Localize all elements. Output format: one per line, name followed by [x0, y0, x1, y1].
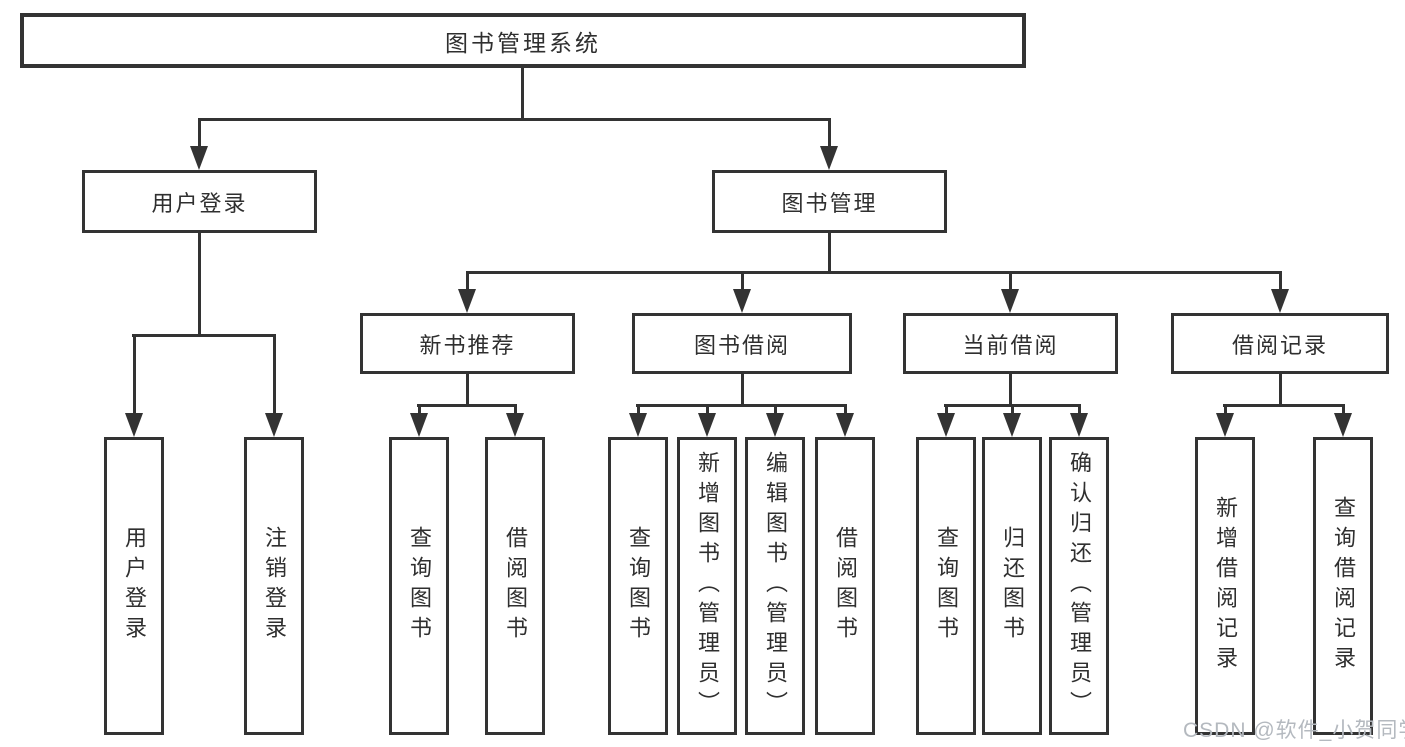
- connector-drop-new-books: [466, 271, 469, 292]
- leaf-label: 查询借阅记录: [1331, 496, 1356, 676]
- node-leaf-borrow-books-1: 借阅图书: [485, 437, 545, 735]
- node-leaf-query-books-1: 查询图书: [389, 437, 449, 735]
- node-leaf-add-book-admin: 新增图书（管理员）: [677, 437, 737, 735]
- connector-new-books-bar: [417, 404, 517, 407]
- node-current-borrow-label: 当前借阅: [962, 332, 1059, 358]
- node-leaf-user-login: 用户登录: [104, 437, 164, 735]
- connector-drop-leaf: [774, 404, 777, 416]
- leaf-label: 借阅图书: [833, 526, 858, 646]
- connector-drop-leaf: [1078, 404, 1081, 416]
- leaf-label: 编辑图书（管理员）: [763, 451, 788, 721]
- node-leaf-confirm-return-admin: 确认归还（管理员）: [1049, 437, 1109, 735]
- connector-borrow-records-stem: [1279, 373, 1282, 406]
- node-book-borrow: 图书借阅: [632, 313, 852, 374]
- connector-drop-leaf: [418, 404, 421, 416]
- connector-drop-leaf: [1011, 404, 1014, 416]
- arrow-down-icon: [1070, 413, 1088, 437]
- leaf-label: 查询图书: [934, 526, 959, 646]
- leaf-label: 借阅图书: [503, 526, 528, 646]
- arrow-down-icon: [733, 289, 751, 313]
- connector-drop-borrow-records: [1279, 271, 1282, 292]
- arrow-down-icon: [836, 413, 854, 437]
- connector-level3-bar: [466, 271, 1282, 274]
- watermark: CSDN @软件_小贺同学: [1183, 719, 1405, 742]
- node-leaf-add-borrow-record: 新增借阅记录: [1195, 437, 1255, 735]
- arrow-down-icon: [698, 413, 716, 437]
- connector-drop-leaf: [133, 334, 136, 416]
- node-user-login-label: 用户登录: [151, 190, 248, 216]
- node-book-management-label: 图书管理: [781, 190, 878, 216]
- node-borrow-records: 借阅记录: [1171, 313, 1389, 374]
- connector-drop-leaf: [1224, 404, 1227, 416]
- arrow-down-icon: [1334, 413, 1352, 437]
- arrow-down-icon: [190, 146, 208, 170]
- connector-borrow-records-bar: [1223, 404, 1345, 407]
- leaf-label: 查询图书: [626, 526, 651, 646]
- connector-drop-leaf: [844, 404, 847, 416]
- connector-root-stem: [521, 66, 524, 120]
- leaf-label: 新增图书（管理员）: [695, 451, 720, 721]
- node-root: 图书管理系统: [20, 13, 1026, 68]
- arrow-down-icon: [629, 413, 647, 437]
- leaf-label: 新增借阅记录: [1213, 496, 1238, 676]
- node-leaf-borrow-books-2: 借阅图书: [815, 437, 875, 735]
- node-leaf-query-borrow-record: 查询借阅记录: [1313, 437, 1373, 735]
- arrow-down-icon: [410, 413, 428, 437]
- connector-new-books-stem: [466, 373, 469, 406]
- node-new-books: 新书推荐: [360, 313, 575, 374]
- node-leaf-return-book: 归还图书: [982, 437, 1042, 735]
- connector-drop-user-login: [198, 118, 201, 148]
- connector-drop-book-borrow: [741, 271, 744, 292]
- connector-current-borrow-stem: [1009, 373, 1012, 406]
- arrow-down-icon: [458, 289, 476, 313]
- arrow-down-icon: [1216, 413, 1234, 437]
- connector-book-borrow-stem: [741, 373, 744, 406]
- connector-drop-book-management: [828, 118, 831, 148]
- leaf-label: 归还图书: [1000, 526, 1025, 646]
- node-book-borrow-label: 图书借阅: [693, 332, 790, 358]
- node-leaf-edit-book-admin: 编辑图书（管理员）: [745, 437, 805, 735]
- arrow-down-icon: [1271, 289, 1289, 313]
- node-root-label: 图书管理系统: [445, 29, 601, 56]
- connector-drop-leaf: [945, 404, 948, 416]
- arrow-down-icon: [766, 413, 784, 437]
- arrow-down-icon: [506, 413, 524, 437]
- connector-user-login-stem: [198, 231, 201, 336]
- arrow-down-icon: [937, 413, 955, 437]
- node-borrow-records-label: 借阅记录: [1231, 332, 1328, 358]
- leaf-label: 用户登录: [122, 526, 147, 646]
- connector-user-login-bar: [132, 334, 276, 337]
- connector-drop-leaf: [637, 404, 640, 416]
- arrow-down-icon: [1003, 413, 1021, 437]
- node-user-login: 用户登录: [82, 170, 317, 233]
- node-book-management: 图书管理: [712, 170, 947, 233]
- node-leaf-query-books-3: 查询图书: [916, 437, 976, 735]
- leaf-label: 查询图书: [407, 526, 432, 646]
- node-leaf-logout: 注销登录: [244, 437, 304, 735]
- connector-drop-leaf: [1342, 404, 1345, 416]
- connector-book-borrow-bar: [636, 404, 847, 407]
- leaf-label: 确认归还（管理员）: [1067, 451, 1092, 721]
- connector-drop-current-borrow: [1009, 271, 1012, 292]
- connector-level2-bar: [198, 118, 831, 121]
- node-leaf-query-books-2: 查询图书: [608, 437, 668, 735]
- connector-drop-leaf: [273, 334, 276, 416]
- connector-drop-leaf: [706, 404, 709, 416]
- arrow-down-icon: [125, 413, 143, 437]
- connector-book-management-stem: [828, 231, 831, 274]
- node-new-books-label: 新书推荐: [419, 332, 516, 358]
- arrow-down-icon: [820, 146, 838, 170]
- connector-drop-leaf: [514, 404, 517, 416]
- node-current-borrow: 当前借阅: [903, 313, 1118, 374]
- arrow-down-icon: [1001, 289, 1019, 313]
- leaf-label: 注销登录: [262, 526, 287, 646]
- arrow-down-icon: [265, 413, 283, 437]
